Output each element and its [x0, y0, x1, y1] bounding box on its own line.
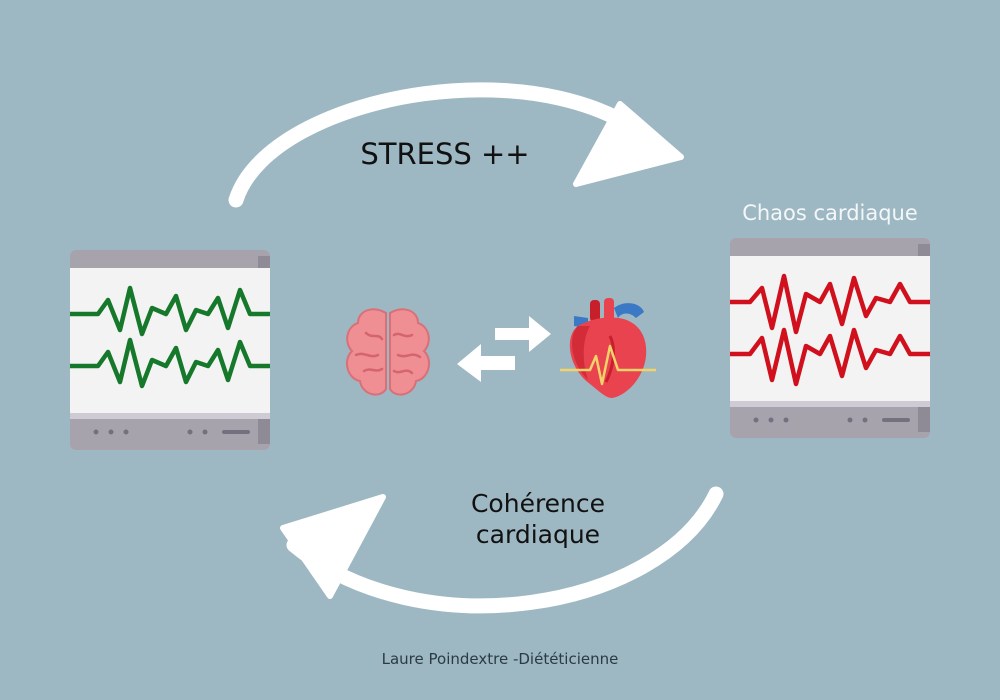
- top-cycle-arrow: [228, 82, 684, 208]
- coherence-label-line1: Cohérence: [470, 489, 606, 518]
- stress-label: STRESS ++: [360, 137, 530, 171]
- chaos-ecg-monitor: [730, 238, 930, 438]
- coherence-label: Cohérence cardiaque: [420, 488, 656, 551]
- bottom-cycle-arrow: [280, 486, 724, 614]
- exchange-arrows-icon: [457, 316, 551, 382]
- chaos-label: Chaos cardiaque: [742, 201, 918, 225]
- heart-icon: [560, 298, 656, 398]
- brain-icon: [345, 308, 431, 396]
- calm-heart-traces: [70, 285, 270, 389]
- coherence-label-line2: cardiaque: [475, 520, 601, 550]
- calm-ecg-monitor: [70, 250, 270, 450]
- ecg-monitor-icon: [70, 250, 270, 450]
- chaos-heart-traces: [730, 273, 930, 387]
- ecg-monitor-icon: [730, 238, 930, 438]
- author-credit: Laure Poindextre -Diététicienne: [381, 650, 619, 668]
